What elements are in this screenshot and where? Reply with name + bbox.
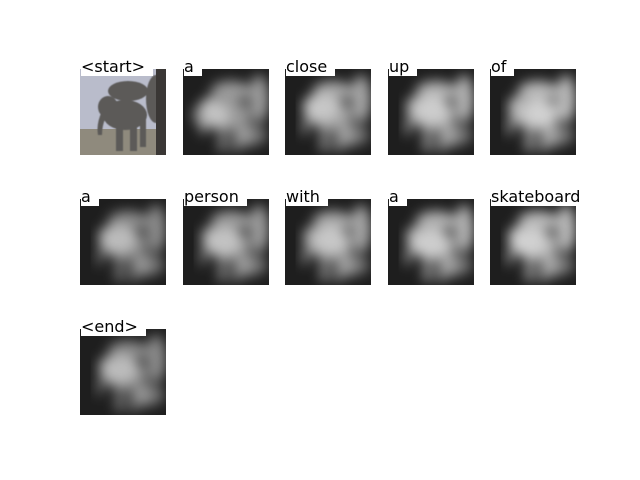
attention-panel: person: [183, 188, 269, 285]
attention-map: [285, 69, 371, 155]
attention-panel: a: [183, 58, 269, 155]
attention-panel: of: [490, 58, 576, 155]
attention-map: [80, 329, 166, 415]
elephant-photo: [80, 69, 166, 155]
attention-panel: <end>: [80, 318, 166, 415]
attention-map: [388, 199, 474, 285]
attention-panel: a: [388, 188, 474, 285]
caption-word: up: [389, 58, 418, 76]
caption-word: close: [286, 58, 336, 76]
attention-panel: a: [80, 188, 166, 285]
attention-map: [490, 199, 576, 285]
caption-word: of: [491, 58, 515, 76]
attention-panel: skateboard: [490, 188, 589, 285]
caption-word: skateboard: [491, 188, 589, 206]
attention-map: [388, 69, 474, 155]
attention-panel: up: [388, 58, 474, 155]
attention-map: [285, 199, 371, 285]
attention-map: [183, 69, 269, 155]
attention-map: [490, 69, 576, 155]
attention-panel: close: [285, 58, 371, 155]
caption-word: with: [286, 188, 328, 206]
attention-panel: <start>: [80, 58, 166, 155]
caption-word: a: [184, 58, 202, 76]
attention-map: [183, 199, 269, 285]
attention-map: [80, 199, 166, 285]
attention-panel: with: [285, 188, 371, 285]
caption-word: person: [184, 188, 247, 206]
caption-word: <end>: [81, 318, 146, 336]
caption-word: a: [389, 188, 407, 206]
caption-word: <start>: [81, 58, 154, 76]
caption-word: a: [81, 188, 99, 206]
